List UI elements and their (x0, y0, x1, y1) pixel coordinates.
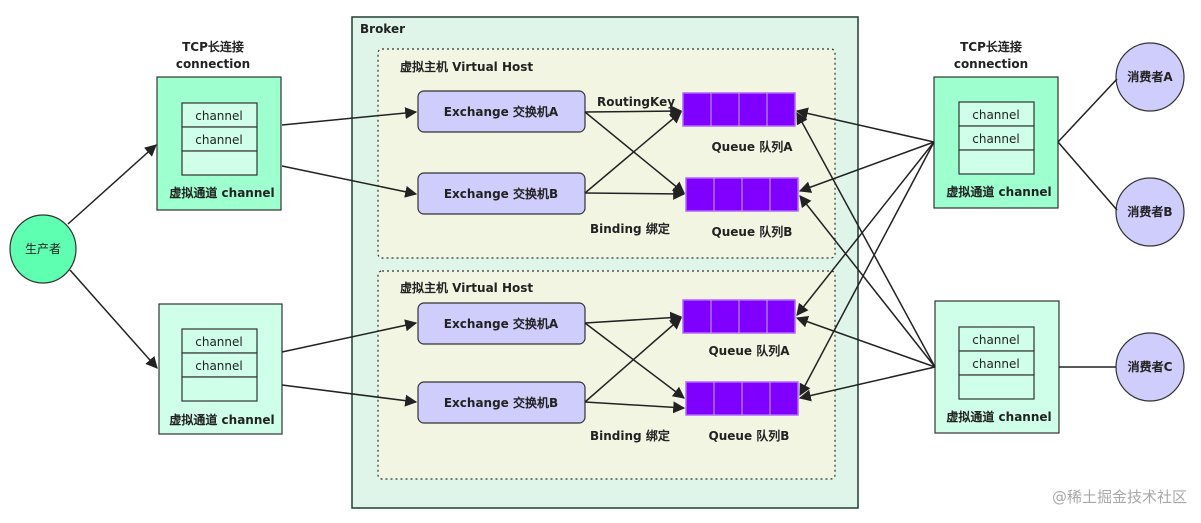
binding-label-vhost2: Binding 绑定 (590, 428, 670, 443)
virtual-channel-label: 虚拟通道 channel (946, 409, 1051, 424)
connection-left-top-header-2: connection (176, 57, 250, 71)
queue-b-vhost1 (685, 177, 799, 212)
exchange-b-vhost2-label: Exchange 交换机B (444, 395, 558, 410)
exchange-queue-arrows-vhost2 (584, 311, 686, 414)
exchange-a-vhost2-label: Exchange 交换机A (444, 316, 559, 331)
exchange-a-vhost1: Exchange 交换机A (417, 90, 586, 133)
queue-b-vhost2 (685, 381, 799, 416)
channel-label: channel (195, 133, 242, 147)
connection-left-top-header-1: TCP长连接 (182, 39, 244, 54)
exchange-a-vhost1-label: Exchange 交换机A (444, 104, 559, 119)
connection-left-top: TCP长连接 connection channel channel 虚拟通道 c… (156, 39, 282, 211)
virtual-channel-label: 虚拟通道 channel (169, 185, 274, 200)
exchange-a-vhost2: Exchange 交换机A (417, 302, 586, 345)
connection-exchange-arrows (281, 107, 418, 407)
channel-label: channel (195, 109, 242, 123)
producer-arrows (67, 144, 158, 369)
connection-right-bottom: channel channel 虚拟通道 channel (934, 300, 1060, 434)
exchange-queue-arrows-vhost1 (584, 105, 686, 200)
broker-title: Broker (360, 22, 405, 36)
queue-a-vhost1-label: Queue 队列A (711, 139, 793, 154)
vhost-1-title: 虚拟主机 Virtual Host (400, 59, 533, 74)
producer-label: 生产者 (25, 242, 61, 256)
queue-b-vhost2-label: Queue 队列B (709, 428, 790, 443)
consumer-c-node: 消费者C (1115, 332, 1185, 402)
connection-right-top-header-1: TCP长连接 (960, 39, 1022, 54)
exchange-b-vhost1-label: Exchange 交换机B (444, 186, 558, 201)
connection-right-top-header-2: connection (954, 57, 1028, 71)
consumer-b-label: 消费者B (1127, 204, 1172, 219)
producer-node: 生产者 (9, 214, 77, 284)
channel-label: channel (195, 335, 242, 349)
virtual-channel-label: 虚拟通道 channel (946, 184, 1051, 199)
channel-label: channel (972, 333, 1019, 347)
consumer-a-node: 消费者A (1115, 42, 1185, 112)
channel-label: channel (195, 359, 242, 373)
consumer-connection-lines (1057, 78, 1118, 368)
binding-label-vhost1: Binding 绑定 (590, 221, 670, 236)
channel-label: channel (972, 357, 1019, 371)
connection-right-top: TCP长连接 connection channel channel 虚拟通道 c… (933, 39, 1059, 209)
queue-a-vhost2-label: Queue 队列A (708, 343, 790, 358)
virtual-channel-label: 虚拟通道 channel (169, 412, 274, 427)
queue-b-vhost1-label: Queue 队列B (712, 224, 793, 239)
consumer-b-node: 消费者B (1115, 177, 1185, 247)
routing-key-label: RoutingKey (597, 95, 675, 109)
watermark: @稀土掘金技术社区 (1052, 488, 1187, 506)
channel-label: channel (972, 108, 1019, 122)
connection-left-bottom: channel channel 虚拟通道 channel (158, 303, 283, 435)
queue-a-vhost1 (682, 92, 796, 127)
vhost-2-title: 虚拟主机 Virtual Host (400, 280, 533, 295)
consumer-a-label: 消费者A (1127, 69, 1173, 84)
queue-consumer-arrows (795, 107, 936, 402)
channel-label: channel (972, 132, 1019, 146)
queue-a-vhost2 (682, 299, 796, 334)
consumer-c-label: 消费者C (1128, 359, 1173, 374)
exchange-b-vhost2: Exchange 交换机B (417, 381, 586, 424)
exchange-b-vhost1: Exchange 交换机B (417, 172, 586, 215)
